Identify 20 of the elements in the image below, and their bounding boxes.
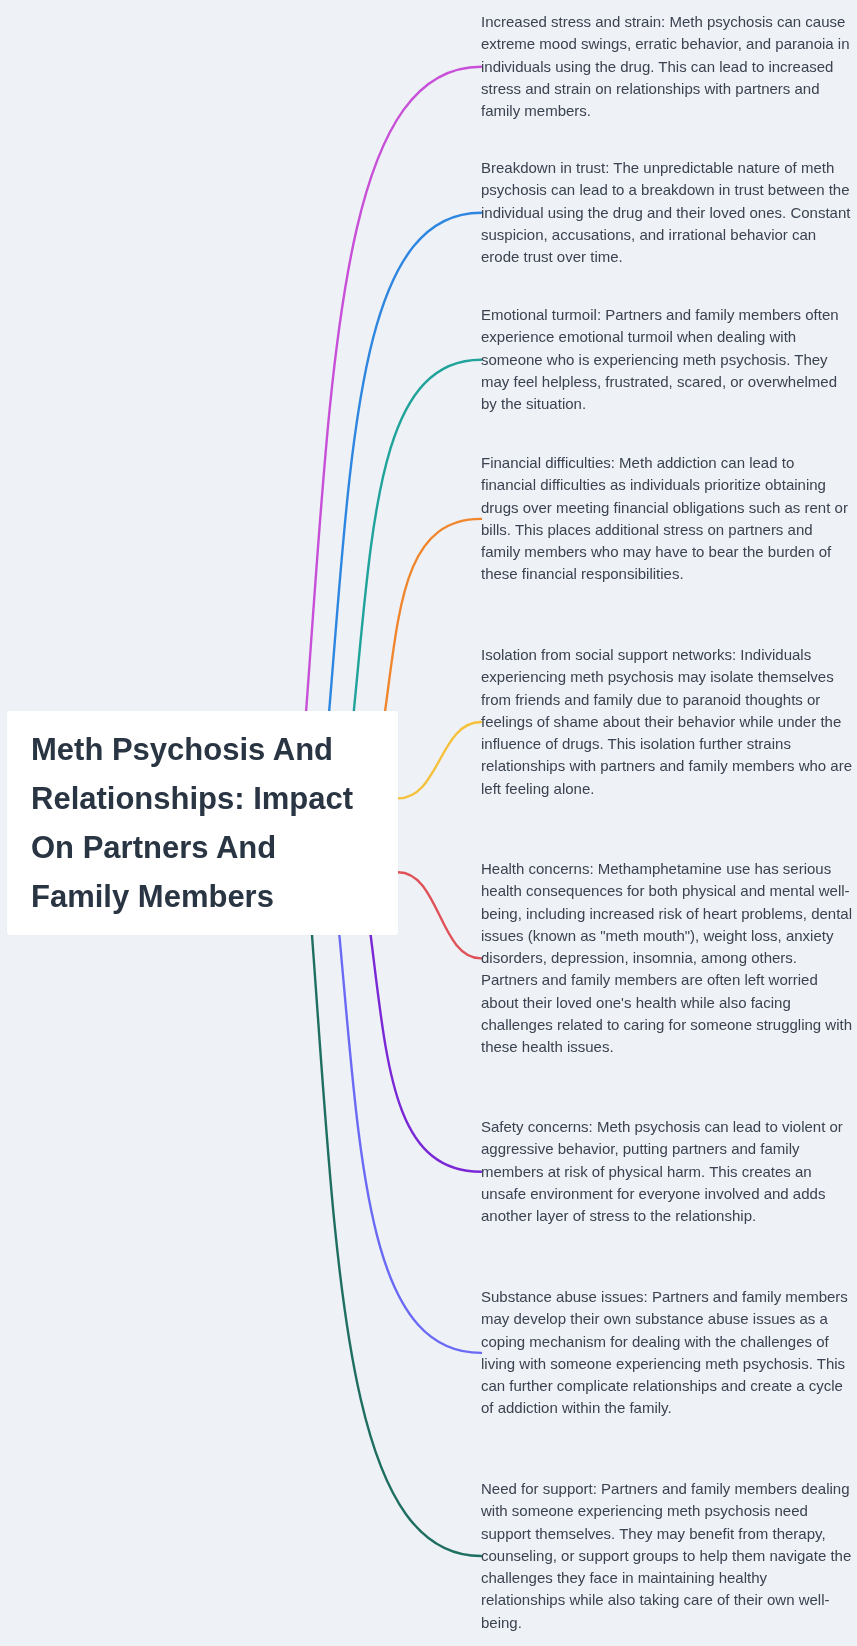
branch-connector: [396, 871, 483, 960]
branch-text: Health concerns: Methamphetamine use has serious health consequences for both physical and mental well-being, including increased risk of heart problems, dental issues (known as "meth mouth"), weight loss, anxiety disorders, depression, insomnia, among others. Partners and family members are often left worried about their loved one's health while also facing challenges related to caring for someone struggling with these health issues.: [481, 858, 853, 1059]
branch-connector: [338, 933, 483, 1355]
branch-connector: [369, 933, 483, 1173]
branch-text: Substance abuse issues: Partners and family members may develop their own substance abuse issues as a coping mechanism for dealing with the challenges of living with someone experiencing meth psychosis. This can further complicate relationships and create a cycle of addiction within the family.: [481, 1286, 853, 1420]
branch-text: Financial difficulties: Meth addiction can lead to financial difficulties as individuals prioritize obtaining drugs over meeting financial obligations such as rent or bills. This places additional stress on partners and family members who may have to bear the burden of these financial responsibilities.: [481, 452, 853, 586]
branch-text: Isolation from social support networks: Individuals experiencing meth psychosis may isolate themselves from friends and family due to paranoid thoughts or feelings of shame about their behavior while under the influence of drugs. This isolation further strains relationships with partners and family members who are left feeling alone.: [481, 644, 853, 801]
branch-connector: [352, 358, 483, 713]
branch-connector: [310, 933, 483, 1558]
branch-text: Emotional turmoil: Partners and family members often experience emotional turmoil when dealing with someone who is experiencing meth psychosis. They may feel helpless, frustrated, scared, or overwhelmed by the situation.: [481, 304, 853, 416]
branch-text: Need for support: Partners and family members dealing with someone experiencing meth psychosis need support themselves. They may benefit from therapy, counseling, or support groups to help them navigate the challenges they face in maintaining healthy relationships while also taking care of their own well-being.: [481, 1478, 853, 1635]
branch-connector: [383, 517, 483, 713]
branch-connector: [304, 65, 483, 713]
branch-connector: [328, 211, 483, 713]
branch-text: Breakdown in trust: The unpredictable nature of meth psychosis can lead to a breakdown in trust between the individual using the drug and their loved ones. Constant suspicion, accusations, and irrational behavior can erode trust over time.: [481, 157, 853, 269]
central-topic-box: [7, 711, 398, 935]
branch-text: Increased stress and strain: Meth psychosis can cause extreme mood swings, erratic behavior, and paranoia in individuals using the drug. This can lead to increased stress and strain on relationships with partners and family members.: [481, 11, 853, 123]
branch-connector: [396, 720, 483, 800]
central-topic-title: Meth Psychosis And Relationships: Impact On Partners And Family Members: [31, 731, 355, 916]
branch-text: Safety concerns: Meth psychosis can lead to violent or aggressive behavior, putting partners and family members at risk of physical harm. This creates an unsafe environment for everyone involved and adds another layer of stress to the relationship.: [481, 1116, 853, 1228]
